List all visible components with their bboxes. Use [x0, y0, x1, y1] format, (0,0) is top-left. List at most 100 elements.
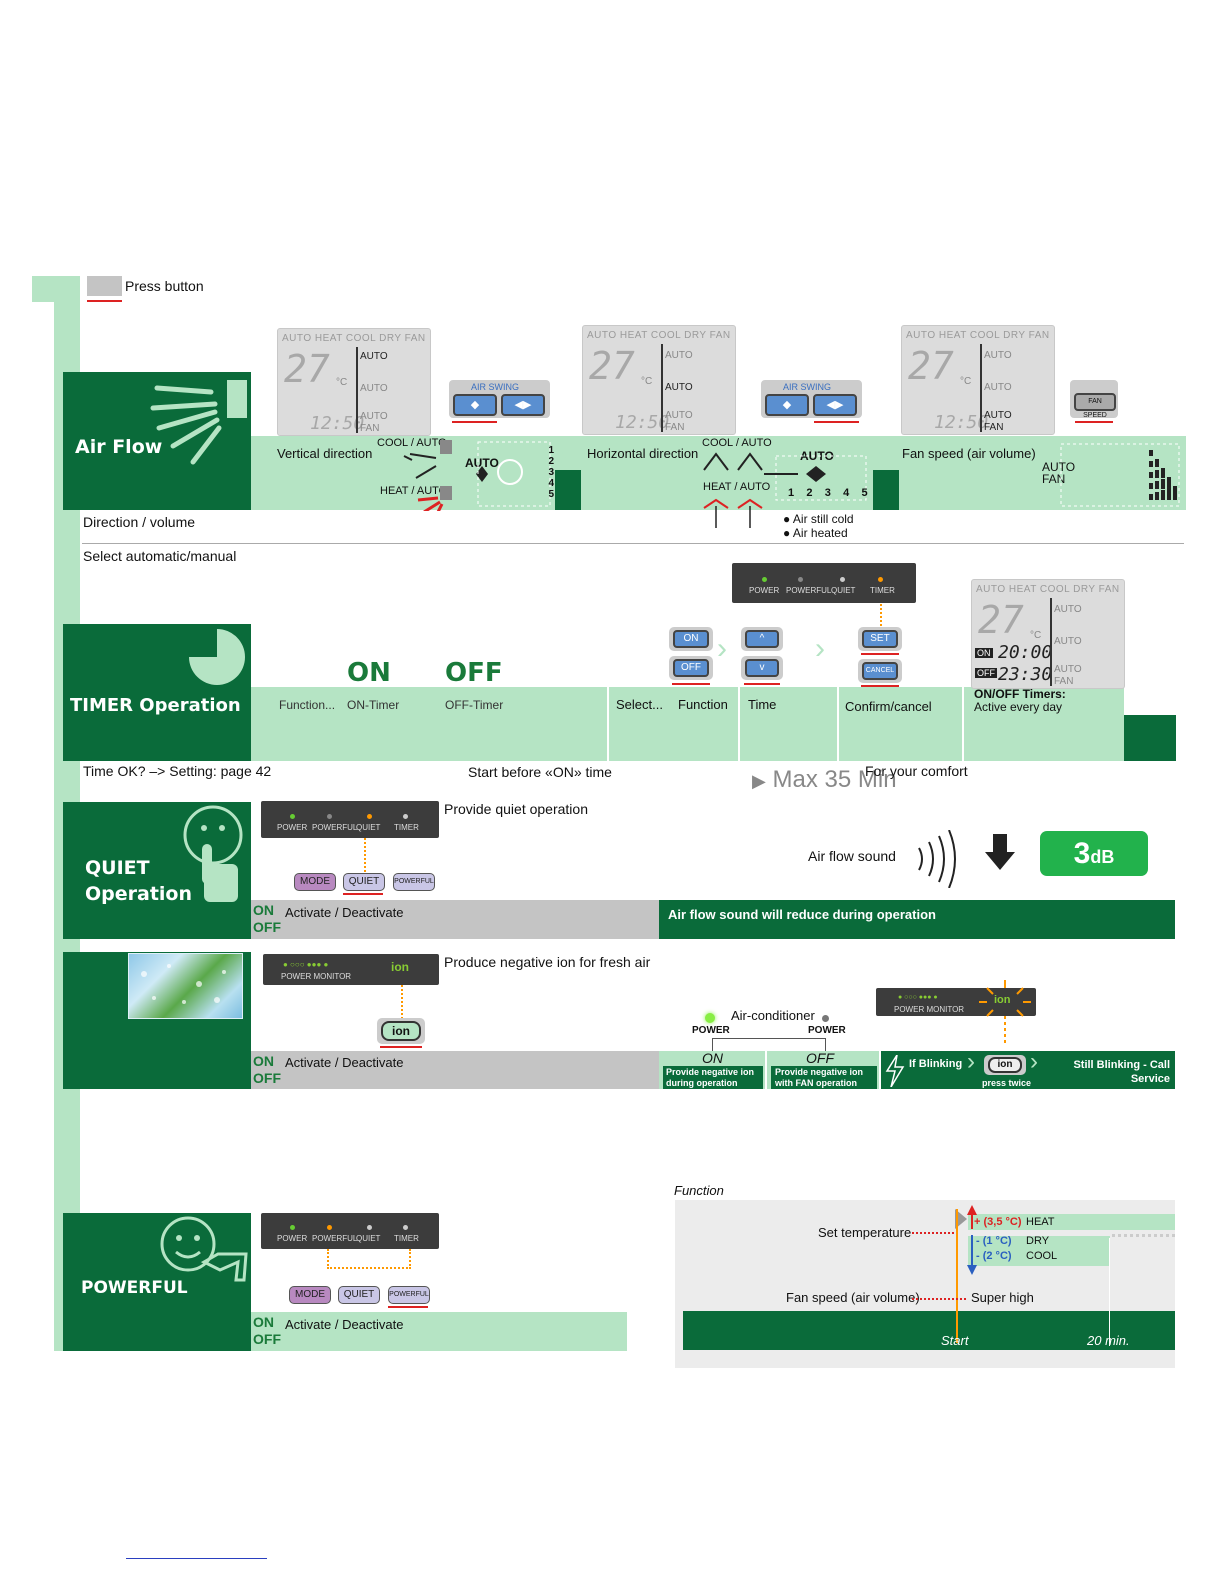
- powerful-label: POWERFUL: [786, 586, 832, 595]
- lcd-modes: AUTO HEAT COOL DRY FAN: [976, 584, 1120, 595]
- timer-divider-1: [607, 687, 609, 761]
- ion-on-desc-box: [663, 1066, 763, 1089]
- function-label: Function: [674, 1183, 724, 1198]
- 3db-unit: dB: [1090, 847, 1115, 867]
- fan-level-bars: [1055, 440, 1185, 513]
- lcd-divider: [1050, 598, 1052, 686]
- 3db-number: 3: [1073, 837, 1091, 870]
- timer-set-button[interactable]: SET: [858, 627, 902, 651]
- heat-delta-label: + (3,5 °C): [974, 1216, 1022, 1228]
- quiet-led: [840, 577, 845, 582]
- lcd-temp: 27: [978, 598, 1024, 642]
- still-blinking-label: Still Blinking - Call Service: [1073, 1059, 1170, 1085]
- vertical-auto-label: AUTO: [465, 456, 499, 470]
- airflow-title: Air Flow: [75, 436, 163, 458]
- quiet-activate-band: [251, 900, 659, 939]
- lcd-unit: °C: [336, 377, 348, 388]
- dry-cool-band: [968, 1236, 1110, 1266]
- lcd-on-time: 20:00: [998, 642, 1053, 663]
- lcd-modes: AUTO HEAT COOL DRY FAN: [906, 330, 1050, 341]
- lcd-fan: FAN: [665, 422, 685, 433]
- quiet-reduce-band: [659, 900, 1175, 939]
- ion-off-label: OFF: [253, 1070, 281, 1086]
- timer-cancel-button[interactable]: CANCEL: [858, 659, 902, 683]
- lcd-divider: [661, 344, 663, 432]
- timer-off-big: OFF: [445, 658, 503, 688]
- ion-button-small[interactable]: ion: [984, 1055, 1026, 1075]
- power-label: POWER: [277, 1234, 308, 1243]
- powerful-header: [63, 1213, 251, 1351]
- lcd-temp: 27: [589, 344, 635, 388]
- lcd-fan: FAN: [360, 423, 380, 434]
- hstep-3: 3: [824, 487, 831, 499]
- vertical-swing-button[interactable]: ◆: [765, 394, 809, 416]
- ion-button[interactable]: ion: [377, 1018, 425, 1044]
- air-swing-label: AIR SWING: [783, 382, 832, 392]
- power-label-off: POWER: [808, 1025, 846, 1036]
- timer-cancel-underline: [861, 685, 899, 687]
- lightning-icon: [885, 1054, 905, 1092]
- heat-label: HEAT: [1026, 1216, 1055, 1228]
- lcd-temp: 27: [908, 344, 954, 388]
- quiet-button[interactable]: QUIET: [338, 1286, 380, 1304]
- fan-speed-air-volume-label: Fan speed (air volume): [786, 1290, 920, 1305]
- timer-set-underline: [861, 653, 899, 655]
- lcd-auto: AUTO: [360, 351, 388, 362]
- lcd-auto-2: AUTO: [1054, 636, 1082, 647]
- cool-label: COOL: [1026, 1250, 1058, 1262]
- airflow-band-divider: [555, 470, 581, 510]
- timer-divider-3: [837, 687, 839, 761]
- quiet-reduce-label: Air flow sound will reduce during operat…: [668, 907, 936, 922]
- air-still-cold-text: Air still cold: [792, 512, 854, 526]
- sound-waves-icon: [913, 829, 961, 893]
- heat-auto-label: HEAT / AUTO: [380, 485, 448, 497]
- super-high-label: Super high: [971, 1290, 1034, 1305]
- hstep-1: 1: [788, 487, 795, 499]
- 3db-badge: 3dB: [1040, 831, 1148, 876]
- mode-button[interactable]: MODE: [294, 873, 336, 891]
- on-timer-label: ON-Timer: [347, 698, 400, 712]
- timer-up-button[interactable]: ^: [741, 627, 783, 651]
- fan-speed-desc: Fan speed (air volume): [902, 446, 1036, 461]
- timer-off-button[interactable]: OFF: [669, 656, 713, 680]
- ion-mode-off-label: OFF: [806, 1050, 834, 1066]
- timer-on-button[interactable]: ON: [669, 627, 713, 651]
- horizontal-swing-button[interactable]: ◀▶: [813, 394, 857, 416]
- footer-link-underline[interactable]: [126, 1558, 267, 1559]
- air-swing-button-group-2[interactable]: AIR SWING ◆ ◀▶: [761, 380, 862, 418]
- air-swing-button-group[interactable]: AIR SWING ◆ ◀▶: [449, 380, 550, 418]
- vertical-swing-button[interactable]: ◆: [453, 394, 497, 416]
- ion-off-desc: Provide negative ion with FAN operation: [775, 1067, 864, 1088]
- quiet-on-label: ON: [253, 902, 274, 918]
- lcd-display-fan: AUTO HEAT COOL DRY FAN 27 °C 12:50 AUTO …: [901, 325, 1055, 435]
- mode-button[interactable]: MODE: [289, 1286, 331, 1304]
- timer-label: TIMER: [394, 1234, 419, 1243]
- powerful-off-label: OFF: [253, 1331, 281, 1347]
- fan-speed-dotted: [912, 1298, 966, 1300]
- timer-down-button[interactable]: v: [741, 656, 783, 680]
- timer-led: [878, 577, 883, 582]
- fan-speed-button[interactable]: FAN SPEED: [1070, 380, 1118, 419]
- quiet-label: QUIET: [356, 823, 381, 832]
- max-35-min-text: Max 35 Min: [772, 766, 897, 793]
- lcd-unit: °C: [960, 376, 972, 387]
- powerful-button[interactable]: POWERFUL: [393, 873, 435, 891]
- on-off-timers-label: ON/OFF Timers:: [974, 687, 1066, 701]
- max-35-min-label: ▶ Max 35 Min: [752, 766, 897, 794]
- quiet-button[interactable]: QUIET: [343, 873, 385, 891]
- ion-bracket: [712, 1038, 826, 1051]
- chevron-right-icon: ›: [1030, 1048, 1038, 1075]
- powerful-button[interactable]: POWERFUL: [388, 1286, 430, 1304]
- timer-pie-icon: [186, 626, 248, 693]
- horizontal-swing-diagram: [698, 450, 868, 537]
- lcd-off-time: 23:30: [998, 664, 1053, 685]
- hstep-4: 4: [843, 487, 850, 499]
- chevron-right-icon: ›: [815, 632, 825, 665]
- play-icon: ▶: [752, 771, 766, 791]
- off-timer-label: OFF-Timer: [445, 698, 504, 712]
- horizontal-swing-button[interactable]: ◀▶: [501, 394, 545, 416]
- timeline-band: [683, 1311, 1175, 1350]
- lcd-fan: FAN: [984, 422, 1004, 433]
- set-temp-dotted: [912, 1232, 954, 1234]
- cool-auto-label: COOL / AUTO: [377, 437, 447, 449]
